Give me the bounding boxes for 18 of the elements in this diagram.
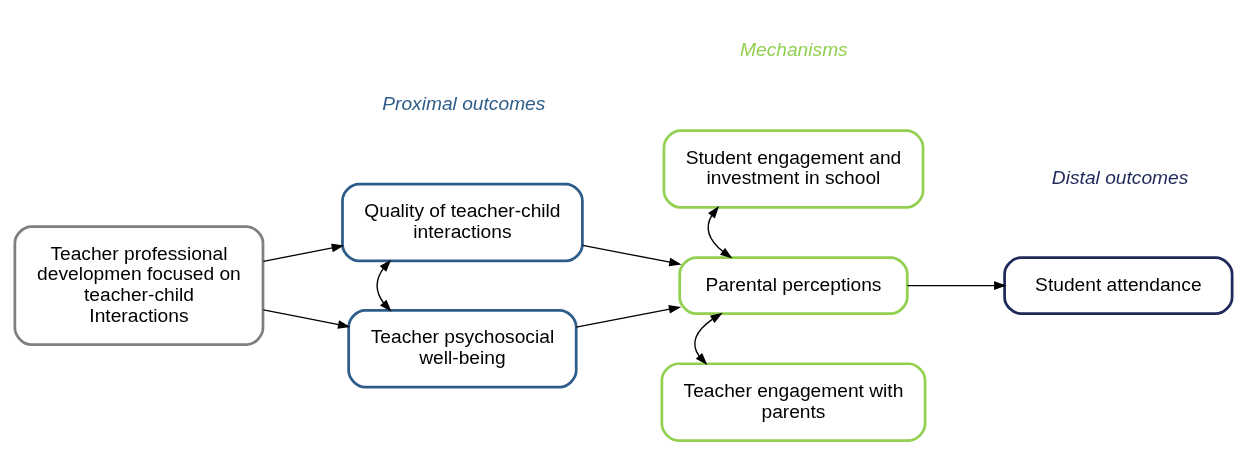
arrow — [262, 309, 351, 329]
arrow — [694, 312, 723, 365]
label: Mechanisms — [740, 39, 848, 61]
arrow — [906, 281, 1007, 290]
node-box: Teacher professional developmen focused on teacher-child Interactions — [13, 225, 265, 346]
arrow — [262, 243, 345, 263]
arrow — [582, 244, 682, 267]
label: Proximal outcomes — [382, 92, 546, 114]
arrow — [707, 206, 733, 259]
arrow — [376, 259, 392, 312]
node-box: Parental perceptions — [678, 256, 909, 316]
label: Distal outcomes — [1051, 166, 1189, 188]
arrow — [575, 305, 682, 328]
node-box: Student engagement and investment in school — [662, 129, 925, 209]
node-box: Teacher psychosocial well-being — [347, 308, 578, 389]
node-box: Teacher engagement with parents — [660, 362, 927, 442]
node-box: Quality of teacher-child interactions — [341, 182, 584, 263]
node-box: Student attendance — [1003, 256, 1234, 316]
